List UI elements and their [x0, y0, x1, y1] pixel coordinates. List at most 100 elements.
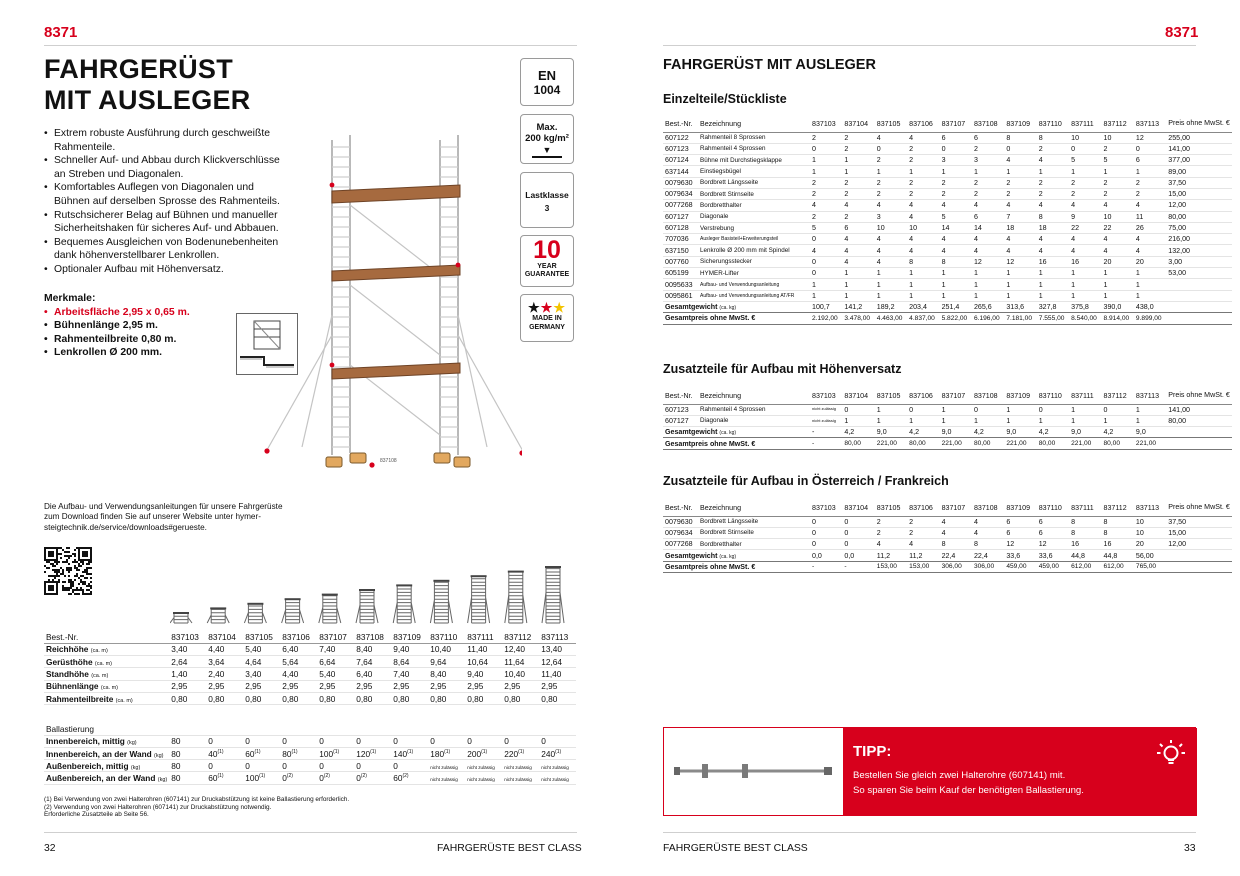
qty: 1 — [971, 290, 1005, 302]
part-price: 141,00 — [1166, 404, 1232, 416]
spec-code: 837106 — [280, 631, 318, 644]
qty: 4 — [939, 233, 972, 246]
qty: 5 — [939, 211, 972, 223]
spec-value: 40(1) — [206, 747, 244, 761]
spec-value: 11,64 — [502, 655, 540, 669]
qty: 2 — [907, 188, 940, 201]
divider — [44, 45, 577, 46]
part-number: 707036 — [663, 233, 698, 246]
weight-value: 438,0 — [1133, 301, 1167, 314]
qty: 9 — [1069, 211, 1102, 223]
weight-value: 4,2 — [1036, 426, 1070, 439]
right-title: FAHRGERÜST MIT AUSLEGER — [663, 57, 876, 73]
spec-code: 837104 — [206, 631, 244, 644]
qty: 8 — [1069, 527, 1102, 540]
part-price: 216,00 — [1166, 233, 1232, 246]
qty: 2 — [874, 527, 908, 540]
qty: 0 — [810, 143, 843, 156]
header-code: 837108 — [971, 388, 1005, 405]
footnotes: (1) Bei Verwendung von zwei Halterohren … — [44, 796, 350, 819]
qty: 1 — [939, 415, 972, 428]
header-code: 837110 — [1036, 500, 1070, 517]
qty: 0 — [939, 143, 972, 156]
header-code: 837103 — [810, 500, 843, 517]
qty: 18 — [1004, 222, 1037, 235]
qty: 2 — [842, 177, 875, 189]
spec-value: 7,40 — [391, 667, 429, 681]
qr-code-icon[interactable] — [44, 547, 92, 595]
header-code: 837108 — [971, 116, 1005, 133]
spec-value: 10,64 — [465, 655, 503, 669]
spec-code: 837110 — [428, 631, 466, 644]
spec-value: 0 — [317, 759, 355, 773]
qty: 4 — [1101, 199, 1134, 212]
spacer — [44, 705, 576, 723]
header-code: 837111 — [1069, 116, 1102, 133]
qty: 1 — [971, 267, 1005, 280]
page-title-line2: MIT AUSLEGER — [44, 85, 251, 115]
spec-value: 0,80 — [280, 692, 318, 706]
qty: 2 — [874, 516, 908, 528]
qty: 1 — [842, 290, 875, 302]
part-name: Einstiegsbügel — [698, 165, 810, 178]
qty: 4 — [842, 199, 875, 212]
qty: 4 — [874, 199, 908, 212]
qty: 0 — [842, 404, 875, 416]
image-label: 837108 — [380, 458, 397, 464]
qty: 1 — [907, 165, 940, 178]
spec-value: 80 — [169, 735, 207, 748]
qty: 4 — [1133, 199, 1167, 212]
header-nr: Best.-Nr. — [663, 388, 698, 405]
merkmale: Merkmale: Arbeitsfläche 2,95 x 0,65 m.Bü… — [44, 292, 274, 360]
qty: 1 — [971, 415, 1005, 428]
qty: 4 — [939, 244, 972, 257]
qty: 2 — [907, 516, 940, 528]
qty: 1 — [810, 154, 843, 167]
qty: 1 — [1069, 165, 1102, 178]
qty: 2 — [971, 177, 1005, 189]
weight-value: 313,6 — [1004, 301, 1037, 314]
qty: 6 — [971, 211, 1005, 223]
spec-value: 0 — [206, 759, 244, 773]
part-name: Diagonale — [698, 211, 810, 223]
part-number: 607128 — [663, 222, 698, 235]
qty: 2 — [1004, 188, 1037, 201]
qty: 2 — [1069, 177, 1102, 189]
part-price: 12,00 — [1166, 199, 1232, 212]
weight-value: 9,0 — [874, 426, 908, 439]
spec-value: 2,95 — [206, 680, 244, 693]
qty: 8 — [1036, 211, 1070, 223]
qty: 1 — [874, 165, 908, 178]
part-number: 0079630 — [663, 516, 698, 528]
part-price: 3,00 — [1166, 256, 1232, 269]
spec-value: 2,95 — [465, 680, 503, 693]
spec-value: 0 — [280, 735, 318, 748]
spec-value: 60(2) — [391, 771, 429, 785]
qty: 8 — [1069, 516, 1102, 528]
spec-value: 2,95 — [169, 680, 207, 693]
qty: 1 — [1133, 267, 1167, 280]
header-code: 837109 — [1004, 500, 1037, 517]
qty: 1 — [907, 278, 940, 291]
part-price: 15,00 — [1166, 188, 1232, 201]
header-nr: Best.-Nr. — [663, 116, 698, 133]
weight-value: 9,0 — [1069, 426, 1102, 439]
price-label: Gesamtpreis ohne MwSt. € — [663, 312, 810, 325]
part-price: 37,50 — [1166, 177, 1232, 189]
weight-value: 11,2 — [874, 549, 908, 562]
qty: 1 — [874, 290, 908, 302]
header-code: 837104 — [842, 388, 875, 405]
spec-value: nicht zulässig — [465, 759, 503, 773]
spec-value: nicht zulässig — [502, 759, 540, 773]
part-name: Bordbretthalter — [698, 199, 810, 212]
qty: 0 — [842, 527, 875, 540]
